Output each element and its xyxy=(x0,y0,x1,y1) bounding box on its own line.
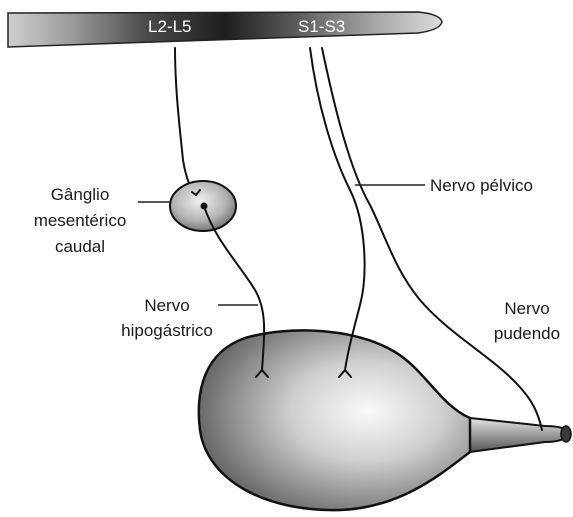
urethra xyxy=(470,418,568,452)
segment-label-sacral: S1-S3 xyxy=(298,17,345,36)
ganglion-label-line2: mesentérico xyxy=(34,211,127,230)
pudendal-label-line2: pudendo xyxy=(494,324,560,343)
pelvic-nerve xyxy=(310,48,365,370)
segment-label-lumbar: L2-L5 xyxy=(148,17,191,36)
hypogastric-label-line1: Nervo xyxy=(144,296,189,315)
preganglionic-fiber-lumbar xyxy=(175,48,196,195)
hypogastric-label-line2: hipogástrico xyxy=(121,321,213,340)
spinal-cord xyxy=(8,12,442,47)
ganglion-label-line3: caudal xyxy=(55,237,105,256)
ganglion-label-line1: Gânglio xyxy=(51,185,110,204)
bladder xyxy=(199,330,470,510)
pelvic-nerve-label: Nervo pélvico xyxy=(430,176,533,195)
urethra-opening xyxy=(561,426,571,442)
pudendal-label-line1: Nervo xyxy=(504,299,549,318)
